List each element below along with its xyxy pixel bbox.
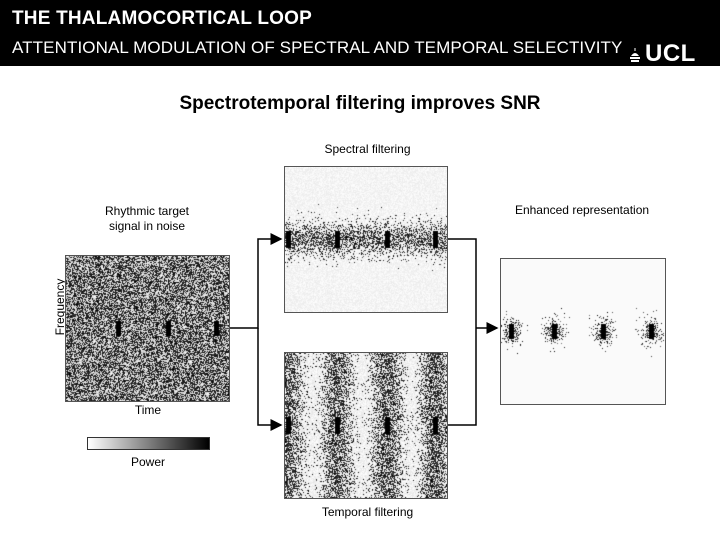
spectral-filtering-label: Spectral filtering [324,142,411,156]
slide-title: Spectrotemporal filtering improves SNR [179,93,541,114]
arrow-to-spectral [230,233,283,329]
portico-dome-icon [630,48,640,62]
rhythmic-target-label-line2: signal in noise [108,219,186,233]
ucl-logo: UCL [630,42,696,66]
noisy-signal-spectrogram [65,255,230,402]
header-title: THE THALAMOCORTICAL LOOP [12,8,312,29]
temporal-filtering-label: Temporal filtering [321,505,414,519]
header-subtitle: ATTENTIONAL MODULATION OF SPECTRAL AND T… [12,38,623,57]
arrow-spectral-out [448,238,477,328]
rhythmic-target-label: Rhythmic target signal in noise [86,204,208,234]
power-colorbar [87,437,210,450]
arrow-to-temporal [257,328,283,431]
time-axis-label: Time [134,403,162,417]
logo-text: UCL [645,40,696,67]
enhanced-spectrogram [500,258,666,405]
spectral-filtered-spectrogram [284,166,448,313]
slide-header: THE THALAMOCORTICAL LOOP ATTENTIONAL MOD… [0,0,720,66]
enhanced-representation-label: Enhanced representation [514,203,650,217]
rhythmic-target-label-line1: Rhythmic target [104,204,190,218]
temporal-filtered-spectrogram [284,352,448,499]
arrow-temporal-out [448,328,477,426]
power-label: Power [130,455,165,469]
